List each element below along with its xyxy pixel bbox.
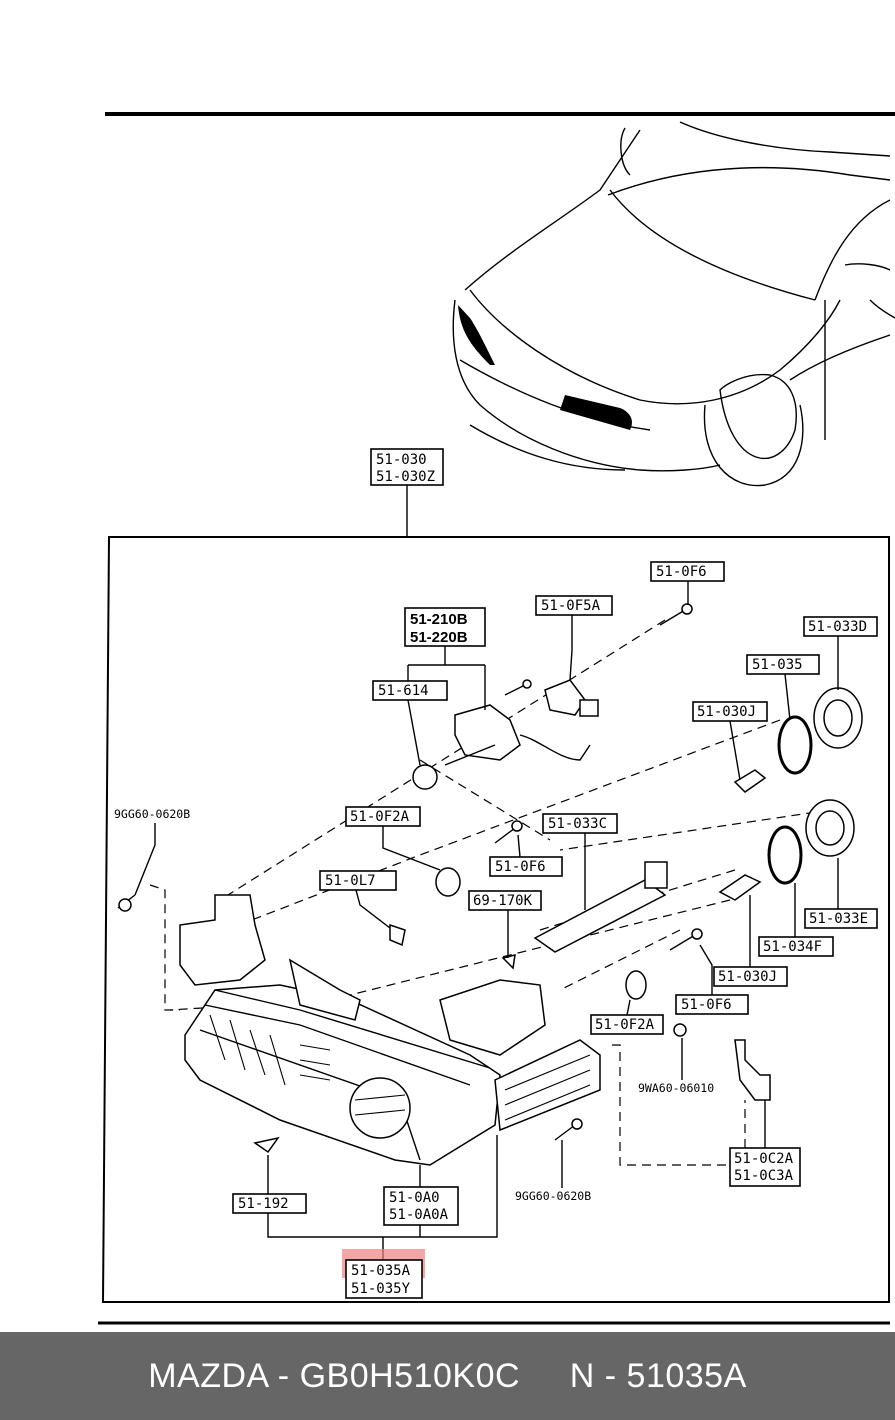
label-9GG60-0620B-left: 9GG60-0620B <box>114 807 190 821</box>
label-51-030J-bottom: 51-030J <box>718 969 777 985</box>
label-9GG60-0620B-bottom: 9GG60-0620B <box>515 1189 591 1203</box>
label-51-0A0A: 51-0A0A <box>389 1207 449 1223</box>
label-51-030: 51-030 <box>376 452 427 468</box>
label-51-0F5A: 51-0F5A <box>541 598 601 614</box>
headlamp-parts-diagram: 51-030 51-030Z <box>98 112 895 1325</box>
car-illustration <box>452 121 895 487</box>
label-51-0F2A-bottom: 51-0F2A <box>595 1017 655 1033</box>
label-51-030Z: 51-030Z <box>376 469 435 485</box>
assembly-guide-lines <box>149 619 831 1166</box>
headlamp-housing <box>179 894 601 1166</box>
label-9WA60-06010: 9WA60-06010 <box>638 1081 714 1095</box>
label-51-0A0: 51-0A0 <box>389 1190 440 1206</box>
label-51-035Y: 51-035Y <box>351 1281 411 1297</box>
footer-text: MAZDA - GB0H510K0C N - 51035A <box>148 1356 747 1395</box>
label-51-220B: 51-220B <box>410 629 468 646</box>
label-51-033E: 51-033E <box>809 911 868 927</box>
label-51-192: 51-192 <box>238 1196 289 1212</box>
label-51-210B: 51-210B <box>410 611 468 628</box>
label-69-170K: 69-170K <box>473 893 533 909</box>
label-51-035: 51-035 <box>752 657 803 673</box>
assembly-frame <box>101 536 890 1303</box>
label-51-030J-top: 51-030J <box>697 704 756 720</box>
label-51-033D: 51-033D <box>808 619 867 635</box>
label-51-614: 51-614 <box>378 683 429 699</box>
label-51-0C2A: 51-0C2A <box>734 1151 794 1167</box>
small-parts <box>117 603 863 1154</box>
label-51-0F6-bottom: 51-0F6 <box>681 997 732 1013</box>
label-51-033C: 51-033C <box>548 816 607 832</box>
label-51-0C3A: 51-0C3A <box>734 1168 794 1184</box>
label-51-035A: 51-035A <box>351 1263 411 1279</box>
label-51-0F6-top: 51-0F6 <box>656 564 707 580</box>
label-51-0L7: 51-0L7 <box>325 873 376 889</box>
label-51-0F2A-top: 51-0F2A <box>350 809 410 825</box>
label-51-0F6-mid: 51-0F6 <box>495 859 546 875</box>
part-number-footer: MAZDA - GB0H510K0C N - 51035A <box>0 1332 895 1420</box>
label-51-034F: 51-034F <box>763 939 822 955</box>
part-labels: 51-210B 51-220B 51-614 51-0F5A 51-0F6 51… <box>114 561 878 1299</box>
